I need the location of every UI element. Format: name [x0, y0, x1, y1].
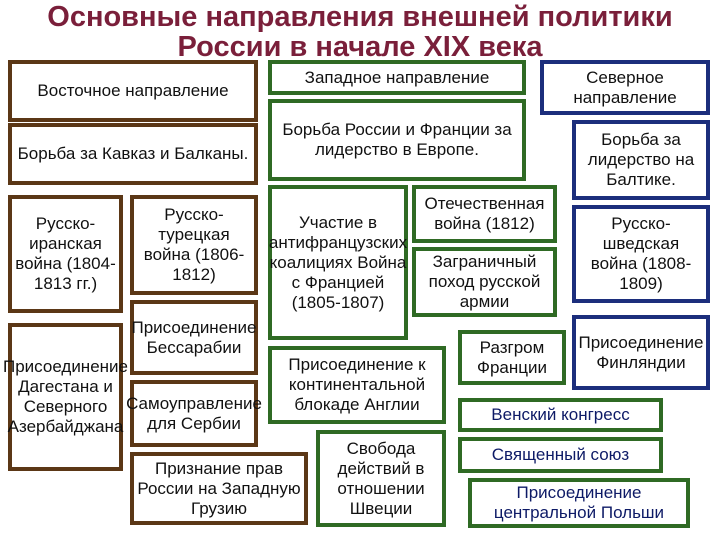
west-holy-union: Священный союз [458, 437, 663, 473]
east-war-turkey: Русско-турецкая война (1806-1812) [130, 195, 258, 295]
east-bessarabia: Присоединение Бессарабии [130, 300, 258, 375]
east-serbia: Самоуправление для Сербии [126, 380, 262, 447]
north-war-sweden: Русско-шведская война (1808-1809) [572, 205, 710, 303]
west-patriotic-war: Отечественная война (1812) [412, 185, 557, 243]
west-foreign-campaign: Заграничный поход русской армии [412, 247, 557, 317]
east-georgia: Признание прав России на Западную Грузию [130, 452, 308, 525]
title-line-1: Основные направления внешней политики [47, 1, 673, 33]
page-title: Основные направления внешней политики Ро… [0, 2, 720, 62]
north-finland: Присоединение Финляндии [572, 315, 710, 390]
east-header: Восточное направление [8, 60, 258, 122]
north-header: Северное направление [540, 60, 710, 115]
west-coalitions: Участие в антифранцузских коалициях Войн… [268, 185, 408, 340]
west-defeat-france: Разгром Франции [458, 330, 566, 385]
east-dagestan: Присоединение Дагестана и Северного Азер… [3, 323, 128, 471]
west-poland: Присоединение центральной Польши [468, 478, 690, 528]
west-goal: Борьба России и Франции за лидерство в Е… [268, 99, 526, 181]
north-goal: Борьба за лидерство на Балтике. [572, 120, 710, 200]
west-header: Западное направление [268, 60, 526, 95]
west-vienna: Венский конгресс [458, 398, 663, 432]
east-war-iran: Русско-иранская война (1804-1813 гг.) [8, 195, 123, 313]
title-line-2: России в начале XIX века [177, 31, 543, 63]
east-goal: Борьба за Кавказ и Балканы. [8, 123, 258, 185]
west-blockade: Присоединение к континентальной блокаде … [268, 346, 446, 424]
west-sweden-freedom: Свобода действий в отношении Швеции [316, 430, 446, 527]
